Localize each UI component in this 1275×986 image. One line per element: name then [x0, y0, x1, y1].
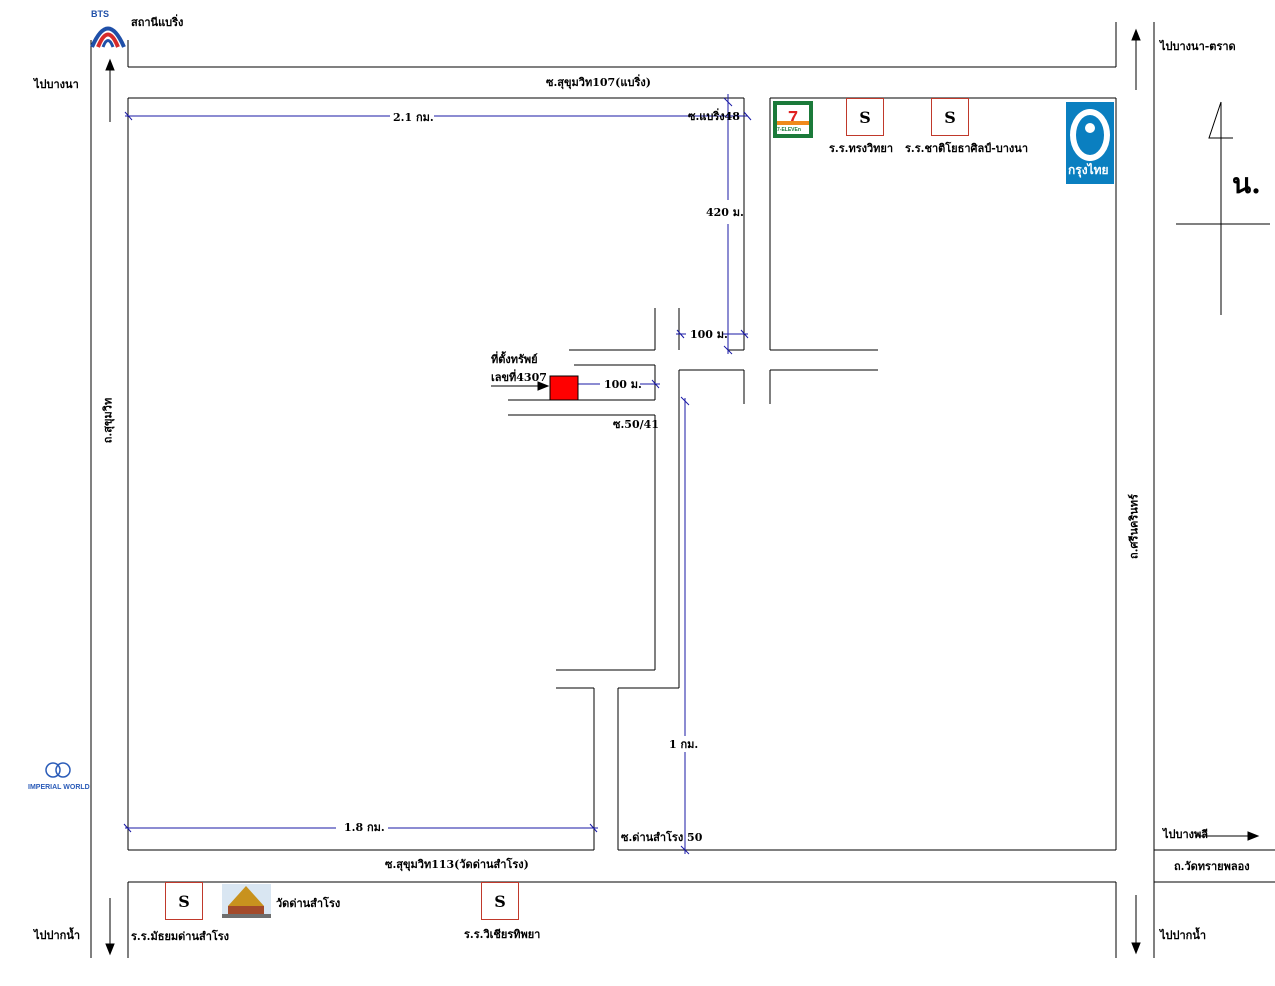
north-arrow-icon: [1176, 101, 1270, 315]
bts-logo-text: BTS: [91, 9, 109, 19]
bts-station-label: สถานีแบริ่ง: [131, 16, 184, 29]
school-marker-2: S: [931, 98, 969, 136]
seven-eleven-label: 7-ELEVEn: [777, 127, 801, 133]
temple-label: วัดด่านสำโรง: [276, 897, 341, 910]
direction-bangna-trat: ไปบางนา-ตราด: [1160, 40, 1236, 53]
road-bearing-48: ซ.แบริ่ง48: [688, 110, 740, 123]
bts-logo-icon: [90, 26, 126, 48]
property-marker: [549, 375, 579, 401]
school-label-4: ร.ร.วิเชียรทิพยา: [464, 928, 541, 941]
road-soi-dan-samrong-50: ซ.ด่านสำโรง 50: [621, 831, 703, 844]
imperial-world-label: IMPERIAL WORLD: [28, 784, 90, 791]
property-label-line2: เลขที่4307: [491, 371, 547, 384]
road-sukhumvit-113: ซ.สุขุมวิท113(วัดด่านสำโรง): [385, 858, 529, 871]
road-wat-sai-plong: ถ.วัดทรายพลอง: [1174, 860, 1250, 873]
bank-label: กรุงไทย: [1068, 163, 1109, 177]
distance-100m-mid: 100 ม.: [604, 378, 642, 391]
school-label-3: ร.ร.มัธยมด่านสำโรง: [131, 930, 230, 943]
direction-paknam-right: ไปปากน้ำ: [1160, 929, 1207, 942]
distance-2-1km: 2.1 กม.: [393, 111, 434, 124]
school-marker-3: S: [165, 882, 203, 920]
seven-eleven-icon: 7: [773, 101, 813, 138]
school-label-2: ร.ร.ชาติโยธาศิลป์-บางนา: [905, 142, 1029, 155]
school-marker-1: S: [846, 98, 884, 136]
school-label-1: ร.ร.ทรงวิทยา: [829, 142, 894, 155]
direction-paknam-left: ไปปากน้ำ: [34, 929, 81, 942]
direction-arrows: [105, 28, 1260, 956]
distance-1km: 1 กม.: [669, 738, 699, 751]
temple-icon: [222, 884, 271, 918]
direction-bangphli: ไปบางพลี: [1163, 828, 1209, 841]
distance-420m: 420 ม.: [706, 206, 744, 219]
property-label-line1: ที่ตั้งทรัพย์: [491, 353, 538, 366]
road-sukhumvit-107: ซ.สุขุมวิท107(แบริ่ง): [546, 76, 651, 89]
measure-lines: [123, 94, 752, 855]
road-sukhumvit: ถ.สุขุมวิท: [101, 397, 115, 444]
svg-text:7: 7: [788, 108, 798, 128]
distance-100m-top: 100 ม.: [690, 328, 728, 341]
school-marker-4: S: [481, 882, 519, 920]
krungthai-bank-icon: [1066, 102, 1114, 184]
direction-bangna-left: ไปบางนา: [34, 78, 79, 91]
north-label: น.: [1232, 167, 1261, 200]
imperial-world-logo-icon: [45, 762, 71, 778]
road-soi-50-41: ซ.50/41: [613, 418, 659, 431]
road-srinakarin: ถ.ศรีนครินทร์: [1127, 494, 1141, 559]
distance-1-8km: 1.8 กม.: [344, 821, 385, 834]
